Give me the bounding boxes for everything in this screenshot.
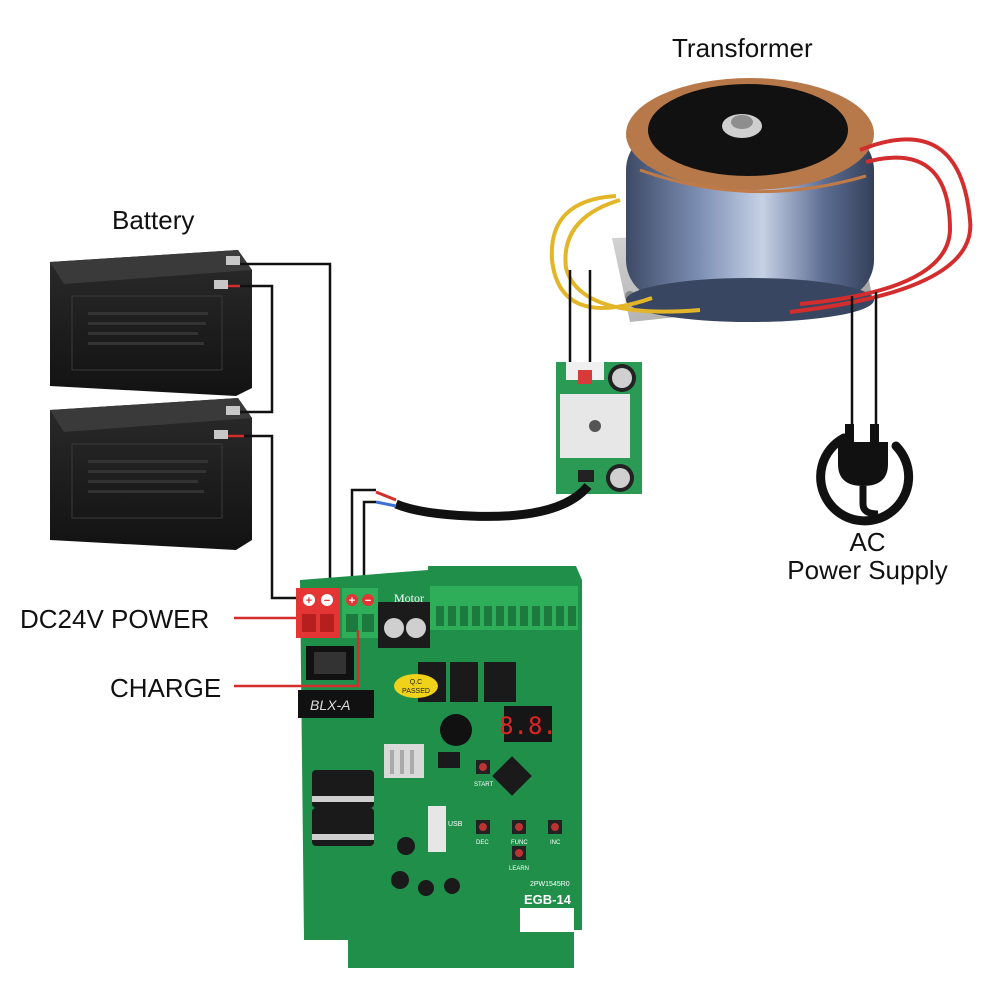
button-label-inc: INC (550, 840, 561, 846)
svg-text:−: − (324, 595, 330, 607)
rectifier-board (556, 362, 642, 494)
battery-top (50, 250, 252, 396)
qc-sticker-line1: Q.C (410, 679, 422, 686)
ac-power-supply-label: AC Power Supply (760, 528, 975, 584)
annotation-lines (234, 616, 360, 688)
ac-plug-icon (816, 424, 914, 526)
button-label-func: FUNC (511, 840, 528, 846)
button-label-start: START (474, 782, 493, 788)
dc24v-power-label: DC24V POWER (20, 604, 210, 634)
board-serial: 2PW1545R0 (530, 881, 570, 888)
motor-label: Motor (394, 591, 424, 605)
ac-label-line1: AC (849, 527, 886, 557)
usb-label: USB (448, 821, 463, 828)
transformer (612, 78, 874, 322)
svg-text:+: + (349, 595, 355, 607)
battery-wiring (228, 262, 332, 600)
seven-seg-display: 8.8. (499, 712, 557, 740)
transformer-label: Transformer (672, 33, 813, 63)
qc-sticker-line2: PASSED (402, 688, 430, 695)
svg-text:+: + (306, 595, 312, 607)
battery-bottom (50, 398, 252, 550)
charge-cable (350, 482, 592, 596)
control-board: + − + − Motor BLX-A (296, 566, 582, 968)
button-label-dec: DEC (476, 840, 489, 846)
battery-label: Battery (112, 205, 195, 235)
ac-label-line2: Power Supply (787, 555, 948, 585)
board-model: EGB-14 (524, 892, 572, 907)
charge-label: CHARGE (110, 673, 222, 703)
svg-text:−: − (365, 595, 371, 607)
blx-label: BLX-A (310, 697, 350, 713)
button-label-learn: LEARN (509, 866, 529, 872)
transformer-wiring (549, 137, 973, 432)
